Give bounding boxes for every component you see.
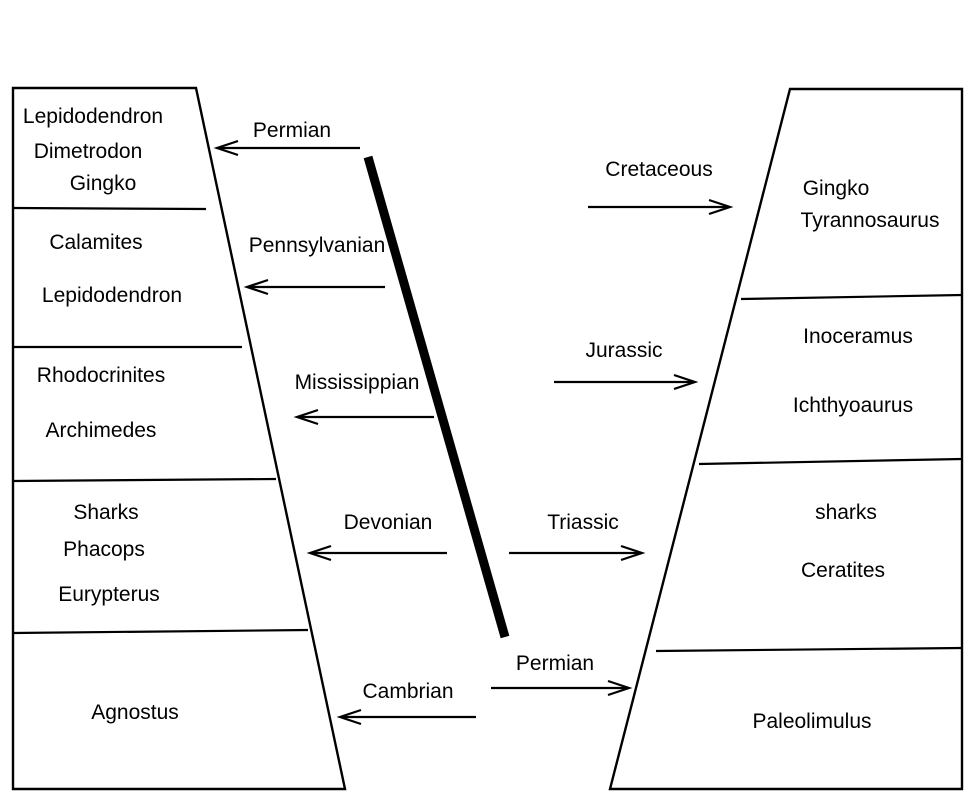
arrow-label-cambrian: Cambrian bbox=[362, 679, 454, 703]
arrow-label-devonian: Devonian bbox=[343, 510, 433, 534]
right-layer-4-fossil-1: Paleolimulus bbox=[752, 709, 872, 733]
right-divider-3 bbox=[655, 646, 963, 653]
left-layer-1-fossil-3: Gingko bbox=[69, 171, 137, 195]
left-layer-2-fossil-2: Lepidodendron bbox=[41, 283, 183, 307]
right-column-outline bbox=[608, 87, 964, 791]
arrow-label-permian-left: Permian bbox=[252, 118, 332, 142]
arrow-cambrian-shaft bbox=[336, 708, 476, 726]
right-layer-2-fossil-2: Ichthyoaurus bbox=[792, 393, 914, 417]
left-divider-4 bbox=[12, 628, 309, 635]
arrow-label-triassic: Triassic bbox=[547, 510, 619, 534]
left-layer-3-fossil-2: Archimedes bbox=[45, 418, 157, 442]
right-layer-3-fossil-2: Ceratites bbox=[800, 558, 886, 582]
right-layer-3-fossil-1: sharks bbox=[815, 500, 877, 524]
arrow-devonian-shaft bbox=[306, 544, 447, 562]
arrow-jurassic-shaft bbox=[554, 373, 699, 391]
left-divider-1 bbox=[12, 206, 207, 211]
left-layer-2-fossil-1: Calamites bbox=[49, 230, 143, 254]
arrow-label-cretaceous: Cretaceous bbox=[605, 157, 713, 181]
left-layer-1-fossil-2: Dimetrodon bbox=[33, 139, 143, 163]
left-layer-3-fossil-1: Rhodocrinites bbox=[36, 363, 166, 387]
arrow-label-mississippian: Mississippian bbox=[294, 370, 420, 394]
left-layer-4-fossil-1: Sharks bbox=[73, 500, 139, 524]
arrow-pennsylvanian-shaft bbox=[243, 278, 385, 296]
left-layer-1-fossil-1: Lepidodendron bbox=[22, 104, 164, 128]
arrow-triassic-shaft bbox=[509, 544, 646, 562]
right-layer-1-fossil-2: Tyrannosaurus bbox=[800, 208, 940, 232]
arrow-mississippian-shaft bbox=[293, 408, 434, 426]
left-divider-3 bbox=[12, 477, 277, 483]
arrow-permian-left-shaft bbox=[213, 139, 360, 157]
arrow-permian-right-shaft bbox=[491, 679, 633, 697]
right-layer-2-fossil-1: Inoceramus bbox=[803, 324, 913, 348]
arrow-label-permian-right: Permian bbox=[515, 651, 595, 675]
right-divider-1 bbox=[740, 293, 963, 301]
left-layer-5-fossil-1: Agnostus bbox=[91, 700, 179, 724]
arrow-cretaceous-shaft bbox=[588, 198, 734, 216]
arrow-label-jurassic: Jurassic bbox=[585, 338, 663, 362]
right-layer-1-fossil-1: Gingko bbox=[802, 176, 870, 200]
left-layer-4-fossil-3: Eurypterus bbox=[58, 582, 160, 606]
left-layer-4-fossil-2: Phacops bbox=[63, 537, 145, 561]
right-divider-2 bbox=[698, 457, 963, 466]
thick-correlation-line bbox=[363, 155, 510, 639]
left-column-outline bbox=[11, 86, 347, 791]
arrow-label-pennsylvanian: Pennsylvanian bbox=[248, 233, 386, 257]
